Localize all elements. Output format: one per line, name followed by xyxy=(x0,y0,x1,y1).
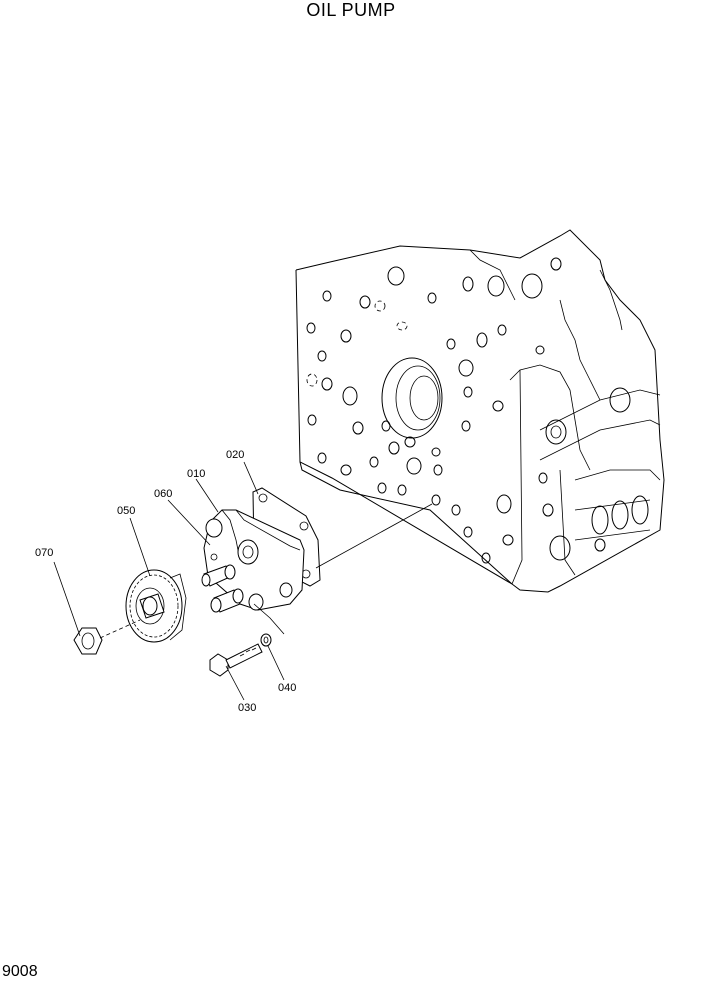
callout-050: 050 xyxy=(117,505,135,517)
nut xyxy=(73,619,141,655)
oil-pump-body xyxy=(201,487,433,635)
callout-070: 070 xyxy=(35,547,53,559)
callout-040: 040 xyxy=(278,682,296,694)
callout-010: 010 xyxy=(187,468,205,480)
main-bore xyxy=(381,357,443,439)
callout-060: 060 xyxy=(154,488,172,500)
callout-030: 030 xyxy=(238,702,256,714)
bolt xyxy=(209,643,263,677)
washer xyxy=(260,633,272,647)
pump-drive-gear xyxy=(125,569,187,643)
leader-lines xyxy=(53,461,285,701)
page-code: 9008 xyxy=(2,963,38,980)
engine-block xyxy=(295,229,665,593)
page-title: OIL PUMP xyxy=(306,0,396,20)
callout-020: 020 xyxy=(226,449,244,461)
